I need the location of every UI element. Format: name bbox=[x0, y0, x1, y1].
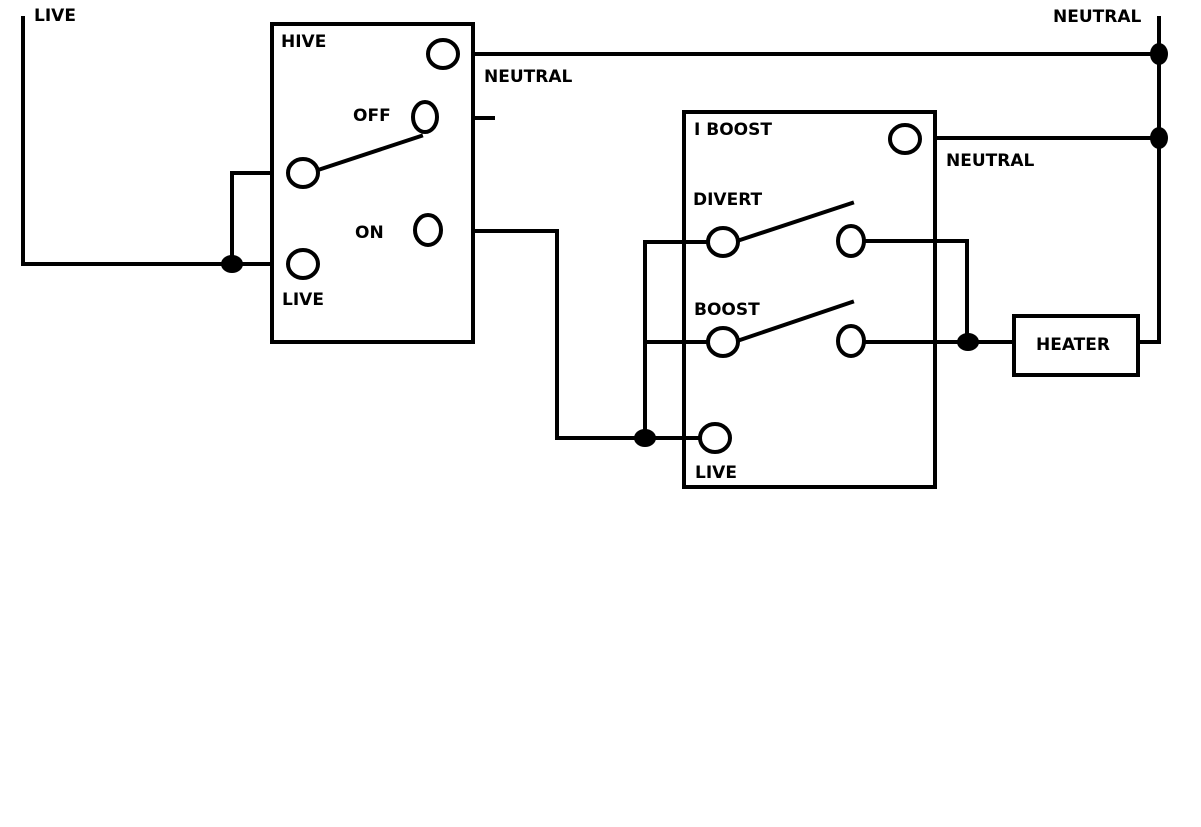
hive-neutral-label: NEUTRAL bbox=[484, 67, 572, 87]
hive-live-terminal bbox=[286, 248, 320, 280]
hive-title: HIVE bbox=[281, 32, 326, 52]
hive-live-label: LIVE bbox=[282, 290, 324, 310]
junction-dot bbox=[634, 429, 656, 447]
wire-hive-common-feed bbox=[230, 171, 290, 266]
divert-common-terminal bbox=[706, 226, 740, 258]
hive-on-label: ON bbox=[355, 223, 384, 243]
heater-box bbox=[1012, 314, 1140, 377]
hive-off-label: OFF bbox=[353, 106, 391, 126]
iboost-live-label: LIVE bbox=[695, 463, 737, 483]
iboost-neutral-terminal bbox=[888, 123, 922, 155]
junction-dot bbox=[1150, 127, 1168, 149]
junction-dot bbox=[221, 255, 243, 273]
divert-output-terminal bbox=[836, 224, 866, 258]
iboost-unit-box bbox=[682, 110, 937, 489]
wire-hive-on-to-iboost bbox=[440, 229, 702, 440]
supply-live-label: LIVE bbox=[34, 6, 76, 26]
hive-common-terminal bbox=[286, 157, 320, 189]
iboost-live-terminal bbox=[698, 422, 732, 454]
hive-switch-lever-front bbox=[315, 133, 424, 173]
boost-label: BOOST bbox=[694, 300, 760, 320]
hive-neutral-terminal bbox=[426, 38, 460, 70]
wire-supply-live bbox=[21, 16, 290, 266]
divert-label: DIVERT bbox=[693, 190, 763, 210]
heater-label: HEATER bbox=[1036, 335, 1110, 355]
boost-output-terminal bbox=[836, 324, 866, 358]
iboost-title: I BOOST bbox=[694, 120, 772, 140]
boost-common-terminal bbox=[706, 326, 740, 358]
junction-dot bbox=[1150, 43, 1168, 65]
supply-neutral-label: NEUTRAL bbox=[1053, 7, 1141, 27]
hive-on-terminal bbox=[413, 213, 443, 247]
wire-supply-neutral bbox=[1136, 16, 1161, 344]
junction-dot bbox=[957, 333, 979, 351]
iboost-inner-wires bbox=[682, 200, 937, 440]
iboost-neutral-label: NEUTRAL bbox=[946, 151, 1034, 171]
hive-off-terminal bbox=[411, 100, 439, 134]
